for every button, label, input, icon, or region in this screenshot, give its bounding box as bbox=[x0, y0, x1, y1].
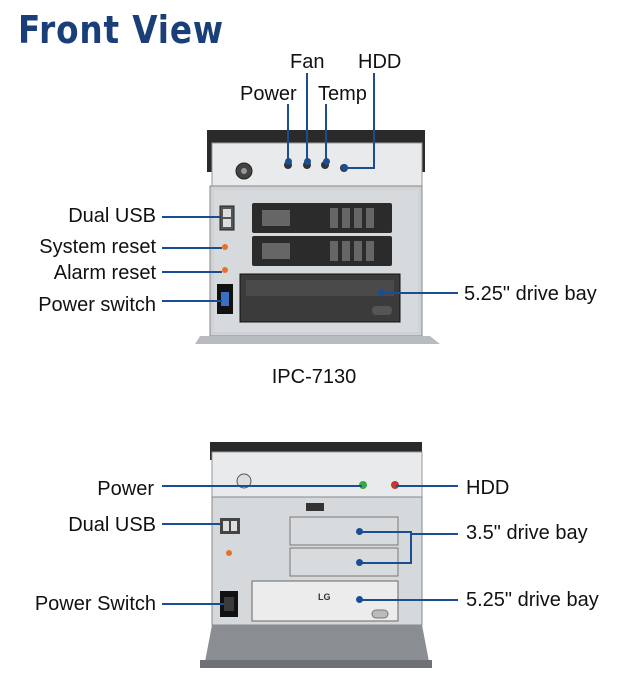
leader-line-b-dual-usb bbox=[162, 523, 220, 525]
leader-dot-fan bbox=[304, 158, 311, 165]
leader-dot-temp bbox=[323, 158, 330, 165]
leader-line-b-35-vertical bbox=[410, 531, 412, 564]
label-b-power-switch: Power Switch bbox=[34, 593, 156, 615]
leader-dot-b-35-top bbox=[356, 528, 363, 535]
leader-line-drive-bay bbox=[382, 292, 458, 294]
leader-dot-b-drive-bay bbox=[356, 596, 363, 603]
leader-line-b-35-top bbox=[360, 531, 412, 533]
leader-line-temp bbox=[325, 104, 327, 162]
label-drive-bay-525: 5.25" drive bay bbox=[464, 283, 597, 305]
label-power-led: Power bbox=[240, 83, 297, 105]
leader-line-system-reset bbox=[162, 247, 222, 249]
label-alarm-reset: Alarm reset bbox=[53, 262, 156, 284]
bottom-chassis bbox=[200, 442, 432, 668]
leader-line-b-35-bottom bbox=[360, 562, 412, 564]
model-name: IPC-7130 bbox=[271, 366, 357, 388]
leader-line-fan bbox=[306, 73, 308, 162]
leader-line-hdd bbox=[373, 73, 375, 169]
leader-line-b-power bbox=[162, 485, 362, 487]
page-title: Front View bbox=[18, 8, 224, 52]
drive-brand: LG bbox=[318, 592, 331, 602]
label-system-reset: System reset bbox=[39, 236, 156, 258]
top-chassis bbox=[195, 130, 440, 344]
label-fan: Fan bbox=[290, 51, 325, 73]
leader-line-power-switch bbox=[162, 300, 222, 302]
leader-line-alarm-reset bbox=[162, 271, 222, 273]
leader-dot-drive-bay bbox=[378, 289, 385, 296]
label-b-power: Power bbox=[97, 478, 154, 500]
leader-line-b-35-out bbox=[410, 533, 458, 535]
leader-dot-hdd bbox=[341, 164, 348, 171]
leader-line-b-hdd bbox=[396, 485, 458, 487]
leader-line-dual-usb bbox=[162, 216, 220, 218]
leader-line-power bbox=[287, 104, 289, 162]
leader-line-b-power-switch bbox=[162, 603, 224, 605]
leader-dot-power bbox=[285, 158, 292, 165]
leader-line-b-drive-bay bbox=[360, 599, 458, 601]
label-b-drive-bay-35: 3.5" drive bay bbox=[466, 522, 588, 544]
label-b-drive-bay-525: 5.25" drive bay bbox=[466, 589, 599, 611]
label-dual-usb: Dual USB bbox=[68, 205, 156, 227]
leader-line-hdd-h bbox=[345, 167, 375, 169]
leader-dot-b-35-bottom bbox=[356, 559, 363, 566]
label-temp: Temp bbox=[318, 83, 367, 105]
label-hdd: HDD bbox=[358, 51, 402, 73]
label-b-hdd: HDD bbox=[466, 477, 510, 499]
label-b-dual-usb: Dual USB bbox=[68, 514, 156, 536]
label-power-switch: Power switch bbox=[38, 294, 156, 316]
